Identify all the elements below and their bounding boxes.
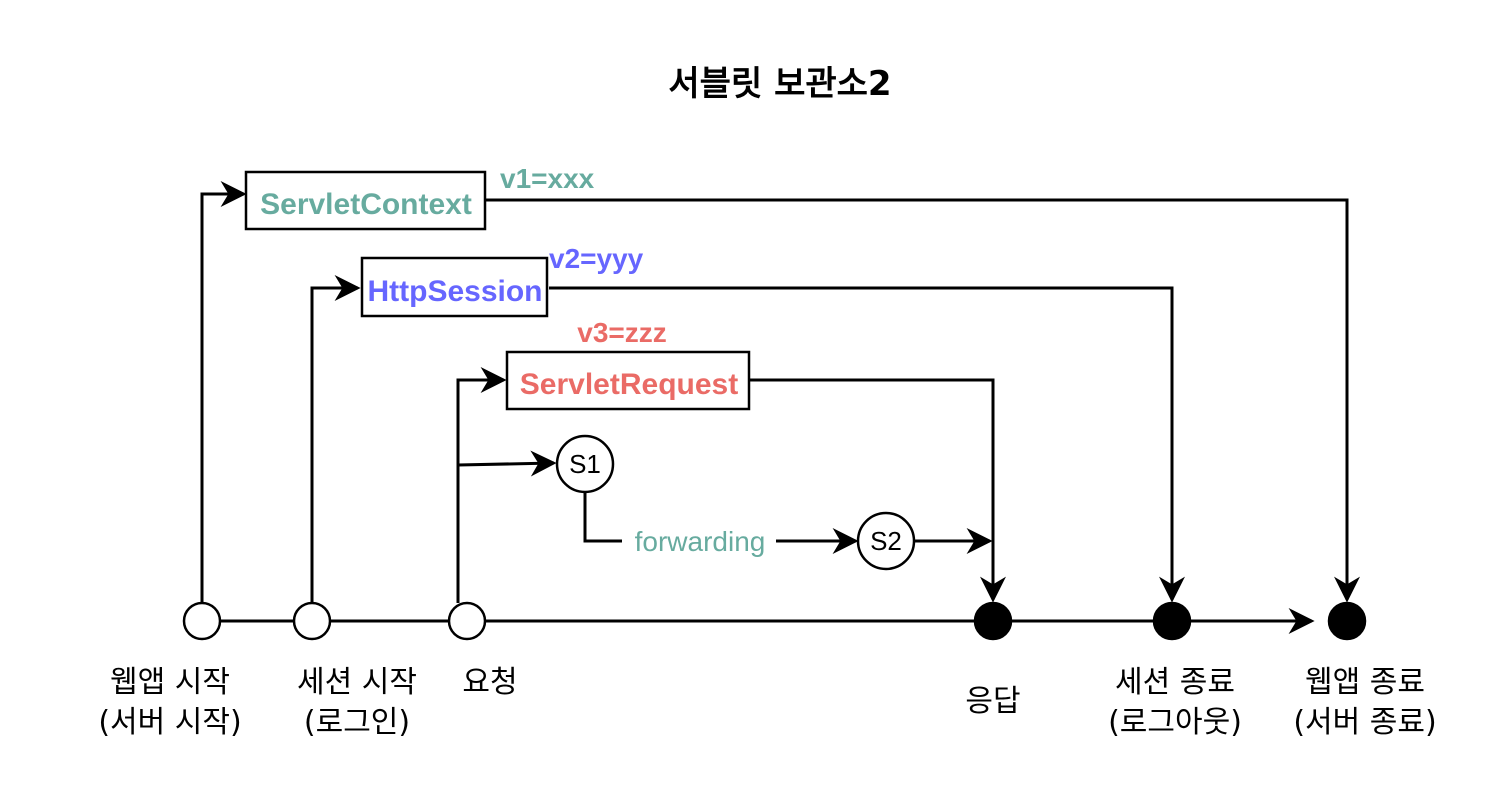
servlet-request-label: ServletRequest bbox=[520, 368, 738, 401]
servlet-context-label: ServletContext bbox=[260, 188, 472, 221]
http-session-label: HttpSession bbox=[367, 275, 542, 308]
webapp-start-sublabel: (서버 시작) bbox=[98, 705, 241, 740]
response-label: 응답 bbox=[965, 684, 1020, 719]
forwarding-label-bg bbox=[622, 522, 776, 558]
servlet-s2-label: S2 bbox=[870, 526, 902, 556]
session-start-point bbox=[292, 601, 332, 641]
context-end-connector bbox=[486, 198, 1360, 603]
session-end-point bbox=[1152, 601, 1192, 641]
webapp-end-point bbox=[1327, 601, 1367, 641]
http-session-box bbox=[360, 256, 549, 318]
servlet-s2-node bbox=[856, 511, 916, 571]
servlet-context-box bbox=[244, 170, 487, 231]
session-end-sublabel: (로그아웃) bbox=[1108, 705, 1242, 740]
request-point bbox=[447, 601, 487, 641]
session-start-connector bbox=[310, 275, 361, 603]
webapp-end-label: 웹앱 종료 bbox=[1305, 665, 1425, 700]
request-label: 요청 bbox=[462, 665, 517, 700]
session-end-connector bbox=[549, 286, 1185, 603]
servlet-s1-node bbox=[555, 434, 615, 494]
response-point bbox=[973, 601, 1013, 641]
request-to-s1-connector bbox=[457, 450, 557, 477]
webapp-start-label: 웹앱 시작 bbox=[110, 665, 230, 700]
session-start-label: 세션 시작 bbox=[297, 665, 417, 700]
context-start-connector bbox=[200, 181, 247, 603]
webapp-end-sublabel: (서버 종료) bbox=[1293, 705, 1436, 740]
servlet-s1-label: S1 bbox=[569, 449, 601, 479]
session-start-sublabel: (로그인) bbox=[304, 705, 410, 740]
forwarding-label: forwarding bbox=[635, 526, 766, 557]
request-end-connector bbox=[749, 378, 1006, 603]
session-end-label: 세션 종료 bbox=[1115, 665, 1235, 700]
request-start-connector bbox=[456, 367, 507, 603]
diagram-title: 서블릿 보관소2 bbox=[668, 64, 891, 104]
http-session-value: v2=yyy bbox=[549, 243, 644, 274]
webapp-start-point bbox=[182, 601, 222, 641]
servlet-context-value: v1=xxx bbox=[500, 163, 595, 194]
servlet-request-value: v3=zzz bbox=[577, 317, 667, 348]
servlet-request-box bbox=[505, 350, 751, 411]
